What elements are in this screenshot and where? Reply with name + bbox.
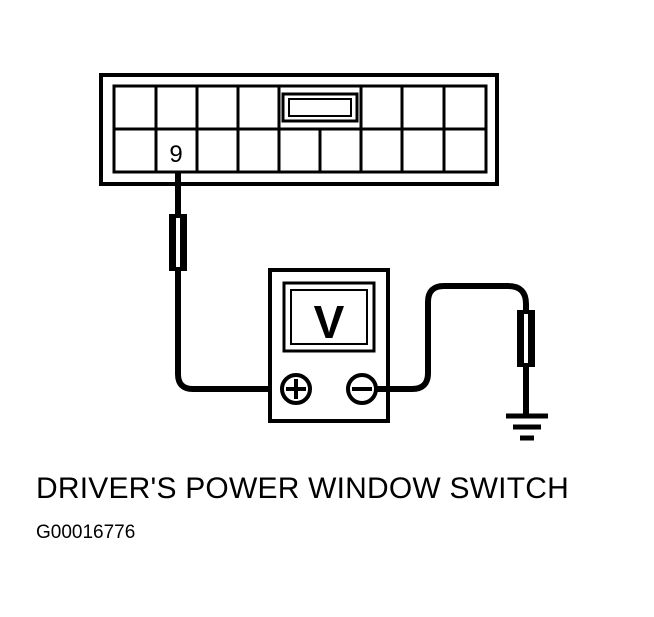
connector-bottom-row-dividers [154, 129, 446, 172]
pin-label: 9 [169, 141, 182, 168]
figure-code: G00016776 [36, 522, 136, 543]
voltmeter-display-inner [290, 289, 368, 345]
negative-terminal [346, 373, 378, 405]
connector: 9 [99, 73, 499, 186]
connector-key-slot-inner [288, 98, 352, 117]
positive-test-lead [169, 172, 284, 392]
connector-outer-frame [99, 73, 499, 186]
diagram-caption: DRIVER'S POWER WINDOW SWITCH [36, 472, 569, 505]
connector-top-row-dividers [154, 86, 446, 129]
ground-icon [506, 413, 548, 441]
voltmeter: V [268, 268, 390, 423]
negative-test-lead [376, 283, 535, 414]
positive-lead-wire [175, 271, 284, 392]
connector-key-slot-outer [281, 92, 359, 123]
voltmeter-display-outer [282, 281, 376, 353]
voltmeter-body [268, 268, 390, 423]
positive-terminal [280, 373, 312, 405]
negative-lead-wire [376, 283, 529, 392]
positive-probe-highlight [176, 218, 180, 267]
negative-probe-highlight [524, 314, 528, 363]
voltmeter-symbol: V [314, 296, 345, 348]
